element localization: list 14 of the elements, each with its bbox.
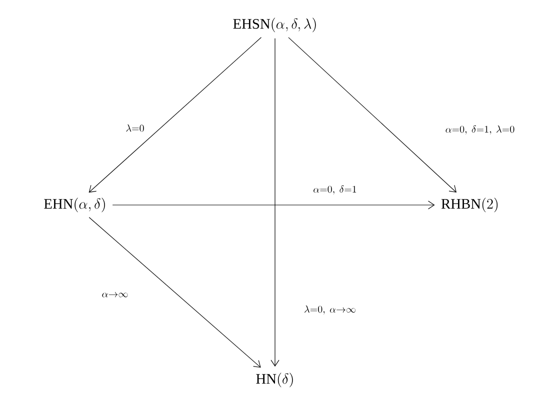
edge-label: $\alpha{\to}\infty$ — [100, 292, 130, 298]
arrow — [88, 217, 261, 368]
arrow — [88, 37, 262, 193]
edge-label: $\lambda{=}0,\ \alpha{\to}\infty$ — [303, 304, 357, 316]
node-label: $\mathrm{EHN}(\alpha,\delta)$ — [44, 198, 105, 212]
arrow — [112, 200, 435, 210]
edge-label: $\alpha{=}0,\ \delta{=}1,\ \lambda{=}0$ — [444, 124, 516, 136]
node-label: $\mathrm{EHSN}(\alpha,\delta,\lambda)$ — [233, 18, 316, 32]
edge-label: $\alpha{=}0,\ \delta{=}1$ — [312, 184, 358, 196]
node-label: $\mathrm{RHBN}(2)$ — [441, 198, 498, 212]
edge-label: $\lambda{=}0$ — [124, 124, 146, 132]
arrow — [288, 37, 457, 193]
arrow — [270, 38, 280, 367]
node-label: $\mathrm{HN}(\delta)$ — [256, 372, 293, 388]
